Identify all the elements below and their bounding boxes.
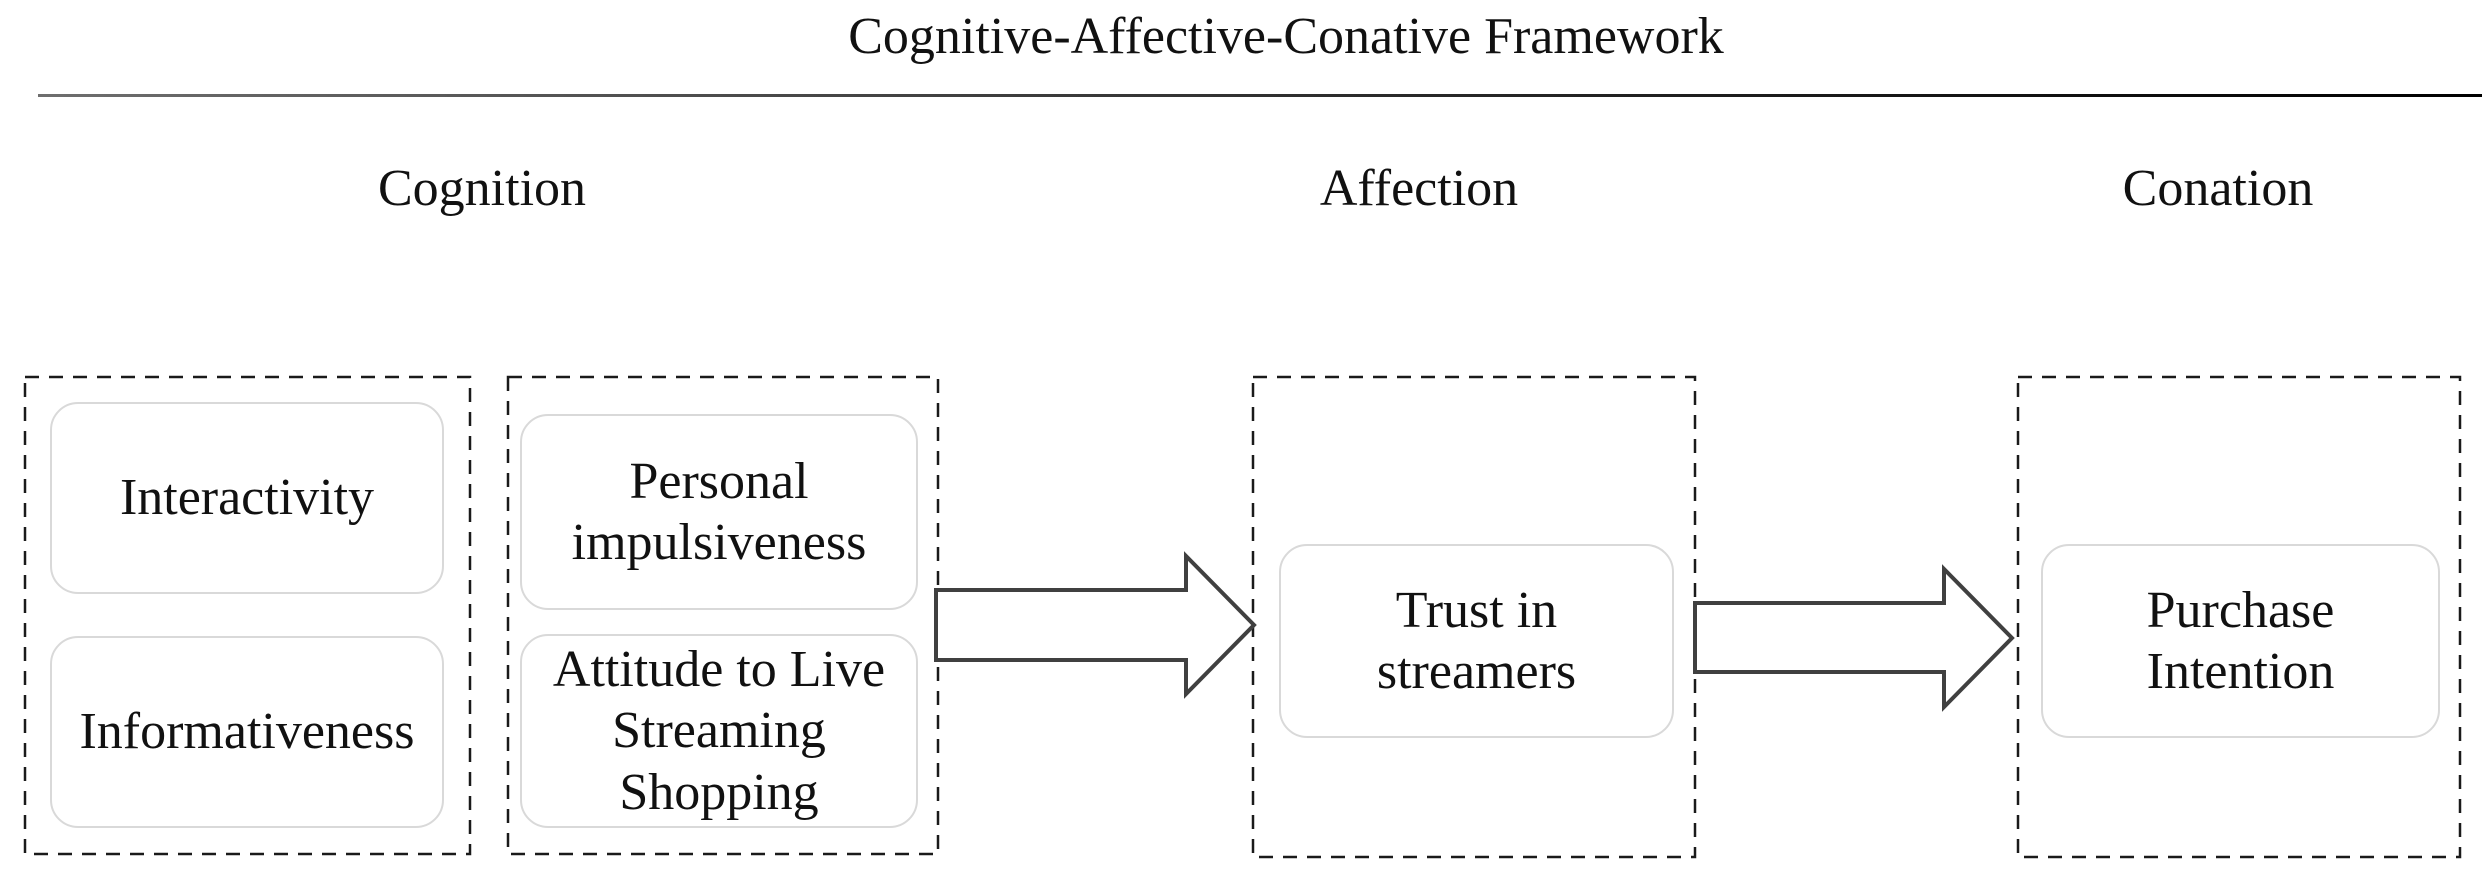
construct-box-purchase-intention: Purchase Intention — [2041, 544, 2440, 738]
cognition-environment-dashed-box — [23, 375, 472, 856]
construct-label-informativeness: Informativeness — [79, 703, 415, 761]
construct-box-trust-in-streamers: Trust in streamers — [1279, 544, 1674, 738]
construct-box-personal-impulsiveness: Personal impulsiveness — [520, 414, 918, 610]
construct-box-interactivity: Interactivity — [50, 402, 444, 594]
construct-label-interactivity: Interactivity — [119, 469, 375, 527]
construct-label-trust-in-streamers: Trust in streamers — [1376, 581, 1577, 700]
arrow-affection-to-conation — [1693, 564, 2015, 712]
construct-box-attitude-to-live-streaming-shopping: Attitude to Live Streaming Shopping — [520, 634, 918, 828]
title-divider-line — [38, 94, 2482, 97]
construct-label-personal-impulsiveness: Personal impulsiveness — [571, 452, 867, 571]
construct-label-attitude-to-live-streaming-shopping: Attitude to Live Streaming Shopping — [552, 640, 886, 821]
diagram-title: Cognitive-Affective-Conative Framework — [848, 8, 1724, 65]
conation-dashed-box — [2016, 375, 2462, 859]
construct-label-purchase-intention: Purchase Intention — [2146, 581, 2335, 700]
stage-label-cognition: Cognition — [377, 160, 587, 217]
arrow-cognition-to-affection — [934, 551, 1257, 699]
construct-box-informativeness: Informativeness — [50, 636, 444, 828]
stage-label-affection: Affection — [1319, 160, 1519, 217]
stage-label-conation: Conation — [2122, 160, 2314, 217]
